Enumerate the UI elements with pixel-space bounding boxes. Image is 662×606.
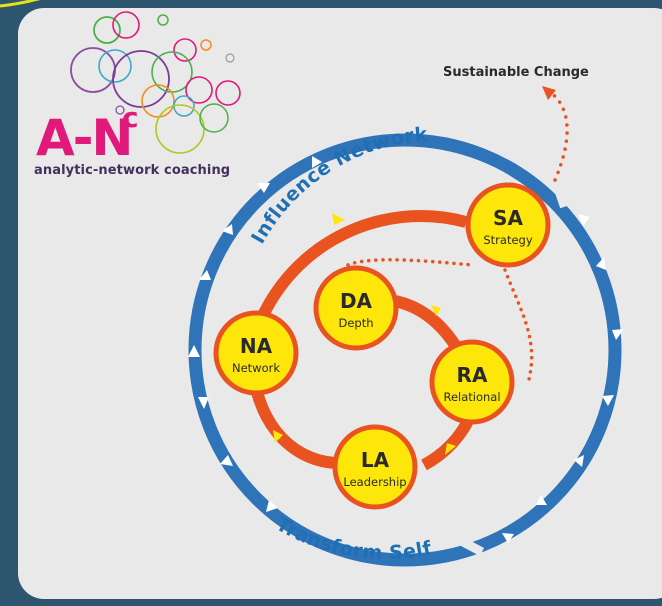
node-leadership: LA Leadership [332,424,418,510]
transform-self-text: Transform Self [272,513,433,564]
strategy-depth-dotted [346,258,474,267]
outer-ring-gap-bottom [445,530,485,556]
node-strategy-abbr: SA [493,206,523,230]
outer-ring-arrows [188,156,624,543]
logo-letters: A-N [36,109,133,167]
output-arrowhead [542,86,556,100]
logo-superscript: c [122,101,139,134]
node-leadership-name: Leadership [343,475,406,489]
node-network: NA Network [213,310,299,396]
transform-self-label: Transform Self [272,513,433,564]
node-relational-name: Relational [443,390,500,404]
logo-bubbles [70,11,241,154]
node-relational: RA Relational [429,339,515,425]
node-leadership-abbr: LA [361,448,390,472]
node-strategy: SA Strategy [465,182,551,268]
node-relational-abbr: RA [457,363,488,387]
node-depth: DA Depth [313,265,399,351]
depth-relational-link [387,294,460,349]
strategy-relational-dotted [503,268,534,385]
node-strategy-name: Strategy [483,233,532,247]
inner-ring-top-arc [246,210,468,347]
node-depth-abbr: DA [340,289,373,313]
node-depth-name: Depth [338,316,373,330]
node-network-name: Network [232,361,280,375]
output-dotted-path [548,90,569,182]
decorative-curve [0,0,41,8]
node-network-abbr: NA [240,334,273,358]
sustainable-change-label: Sustainable Change [443,65,589,80]
logo-tagline: analytic-network coaching [34,163,231,178]
